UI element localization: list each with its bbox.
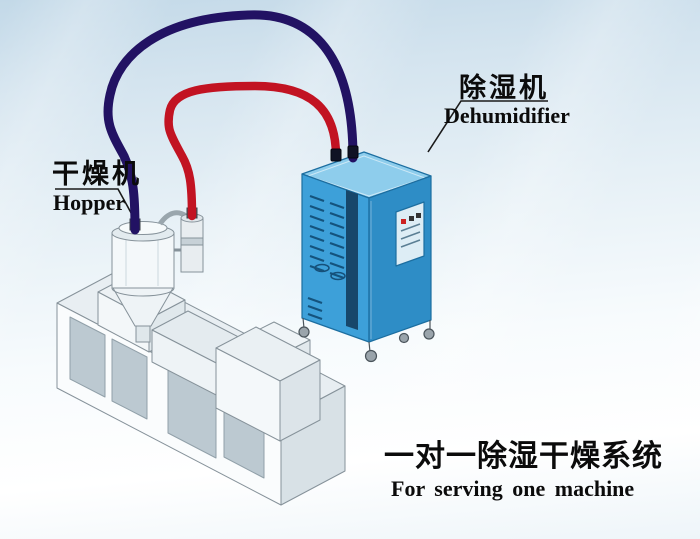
caster-wheels [298,317,435,363]
cabinet-hose-fittings [330,145,359,162]
leader-line-dehumidifier [427,100,548,153]
leader-line-hopper [55,188,136,221]
hopper-body [111,232,175,289]
die-head-box [215,321,321,442]
hopper-label-en: Hopper [53,190,126,215]
hopper-dryer [111,210,188,343]
dehumidifier-cabinet [298,151,435,363]
system-title-zh: 一对一除湿干燥系统 [384,440,663,473]
red-hose [164,81,341,221]
system-title-en: For serving one machine [391,476,635,501]
hopper-label-zh: 干燥机 [52,159,142,189]
cabinet-badge [330,271,346,281]
panel-button [416,213,421,218]
panel-button [409,216,414,221]
cabinet-door-strip [346,190,358,330]
hopper-outlet [135,325,151,343]
dehumidifier-label-zh: 除湿机 [459,73,549,103]
dehumidifier-label-en: Dehumidifier [444,103,570,128]
cabinet-control-panel [395,201,425,267]
cabinet-front-face [301,173,370,343]
navy-hose [103,10,358,235]
cabinet-badge [314,263,330,273]
panel-red-button [401,219,406,224]
cabinet-vents [307,194,345,321]
